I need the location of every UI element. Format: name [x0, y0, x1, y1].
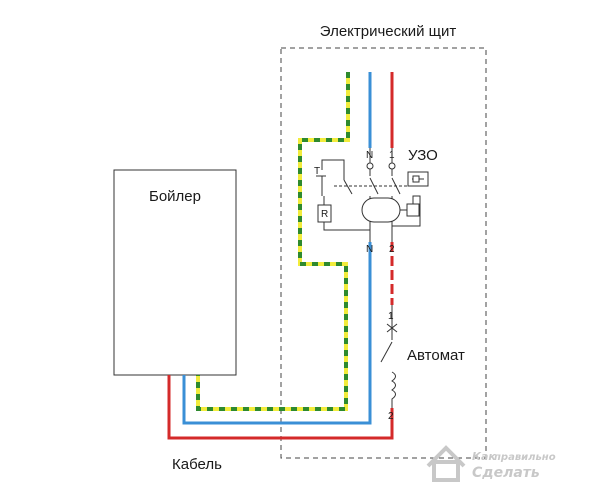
house-icon	[426, 445, 466, 482]
boiler-box	[113, 169, 237, 376]
rcd-label: УЗО	[408, 147, 438, 164]
svg-text:правильно: правильно	[494, 452, 556, 463]
neutral-wire	[182, 72, 372, 425]
rcd-terminal-n-top: N	[366, 150, 373, 161]
rcd-terminal-1-top: 1	[389, 150, 395, 161]
breaker-terminal-1: 1	[388, 311, 394, 322]
phase-wire	[167, 72, 394, 440]
rcd-device	[316, 148, 429, 242]
rcd-terminal-2-bottom: 2	[389, 244, 395, 255]
circuit-breaker	[380, 305, 398, 408]
breaker-label: Автомат	[407, 347, 465, 364]
breaker-terminal-2: 2	[388, 411, 394, 422]
resistor-label: R	[321, 209, 328, 220]
panel-title: Электрический щит	[320, 23, 457, 40]
watermark-logo: Как правильно Сделать	[426, 445, 556, 482]
electrical-panel-frame	[280, 47, 487, 459]
cable-label: Кабель	[172, 456, 222, 473]
rcd-terminal-n-bottom: N	[366, 244, 373, 255]
ground-wire	[196, 72, 350, 411]
svg-text:Как: Как	[472, 450, 496, 463]
svg-text:Сделать: Сделать	[472, 465, 540, 481]
boiler-label: Бойлер	[149, 188, 201, 205]
test-button-label: T	[314, 166, 320, 177]
